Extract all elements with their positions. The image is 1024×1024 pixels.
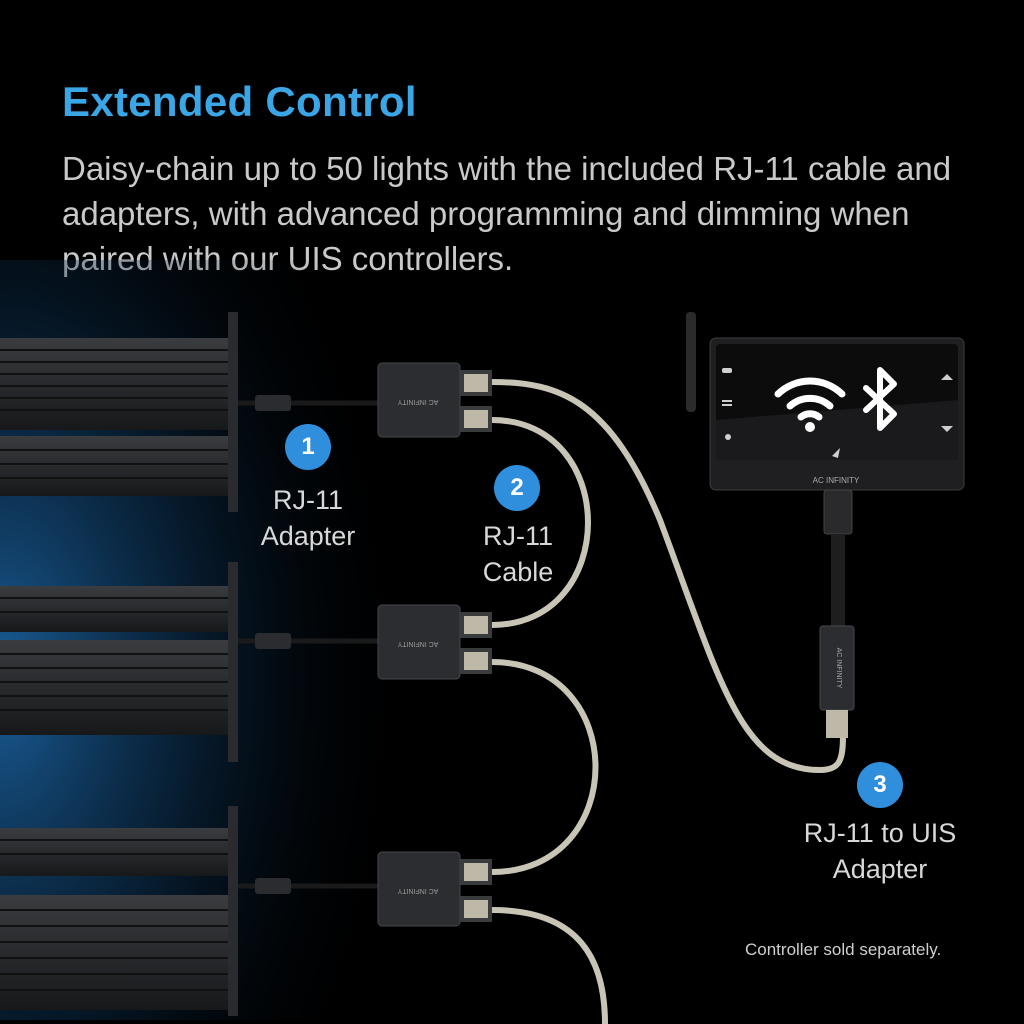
controller-brand-text: AC INFINITY — [813, 476, 860, 485]
callout-label-1: RJ-11 Adapter — [252, 482, 364, 554]
callout-1-line2: Adapter — [260, 521, 356, 551]
uis-controller: AC INFINITY AC INFINITY — [686, 312, 965, 738]
callout-badge-3: 3 — [857, 762, 903, 808]
callout-label-3: RJ-11 to UIS Adapter — [794, 815, 966, 887]
callout-1-line1: RJ-11 — [272, 485, 344, 515]
wifi-icon — [774, 377, 846, 421]
rj11-adapter: AC INFINITY — [377, 851, 492, 927]
callout-badge-1: 1 — [285, 424, 331, 470]
rj11-adapter: AC INFINITY — [377, 604, 492, 680]
usb-plug — [823, 489, 853, 535]
callout-3-line1: RJ-11 to UIS — [803, 818, 957, 848]
callout-2-line1: RJ-11 — [482, 521, 554, 551]
callout-3-line2: Adapter — [832, 854, 928, 884]
rj11-plug — [826, 710, 848, 738]
callout-label-2: RJ-11 Cable — [470, 518, 566, 590]
light-fixture — [0, 562, 238, 762]
uis-adapter-brand-text: AC INFINITY — [835, 648, 842, 689]
adapter-brand-text: AC INFINITY — [397, 887, 438, 894]
adapter-brand-text: AC INFINITY — [397, 398, 438, 405]
footnote: Controller sold separately. — [745, 940, 942, 959]
antenna — [686, 312, 696, 412]
light-fixture — [0, 806, 238, 1016]
callout-2-line2: Cable — [482, 557, 554, 587]
controller-side-icons — [722, 368, 953, 458]
light-fixture — [0, 312, 238, 512]
page-subtitle: Daisy-chain up to 50 lights with the inc… — [62, 150, 952, 277]
rj11-adapter: AC INFINITY — [377, 362, 492, 438]
callout-badge-2: 2 — [494, 465, 540, 511]
adapter-brand-text: AC INFINITY — [397, 640, 438, 647]
bluetooth-icon — [863, 367, 897, 431]
rj11-cable — [489, 379, 846, 1024]
page-title: Extended Control — [62, 78, 417, 125]
